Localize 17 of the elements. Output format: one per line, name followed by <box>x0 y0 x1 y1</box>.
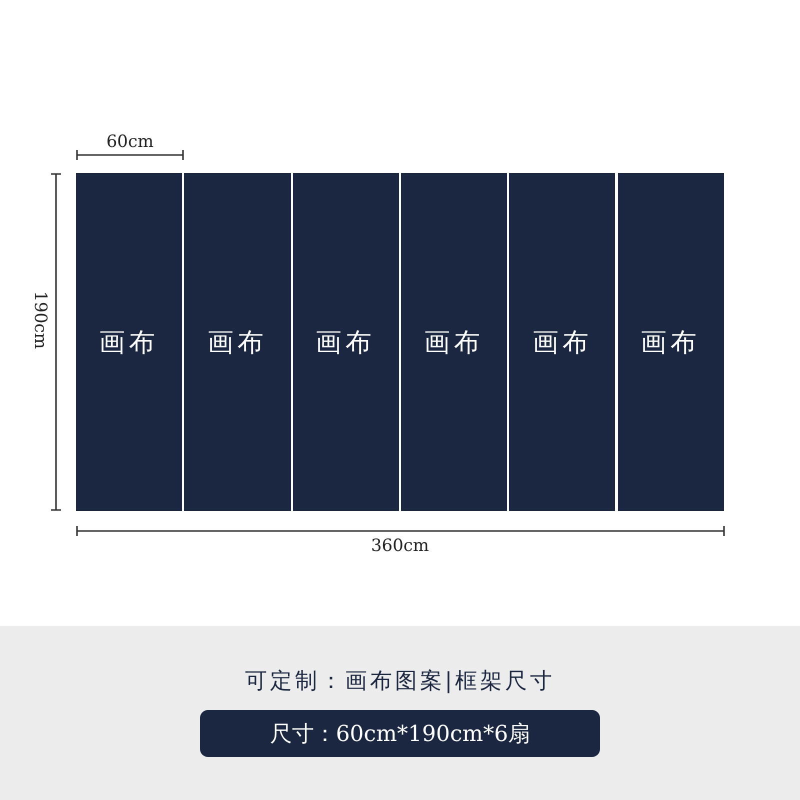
panel-label: 画布 <box>640 326 701 360</box>
canvas-panel <box>184 173 291 511</box>
caption-text: 可定制：画布图案|框架尺寸 <box>244 668 556 696</box>
panel-label: 画布 <box>532 326 592 360</box>
canvas-panel <box>618 173 724 511</box>
canvas-panel <box>509 173 616 511</box>
dimension-label: 60cm <box>106 132 154 152</box>
size-badge: 尺寸：60cm*190cm*6扇 <box>200 710 600 757</box>
panel-label: 画布 <box>99 326 160 360</box>
canvas-panel <box>76 173 182 511</box>
panel-label: 画布 <box>316 326 376 360</box>
panel-label: 画布 <box>207 326 268 360</box>
panel-label: 画布 <box>424 326 484 360</box>
canvas-panel <box>400 173 508 511</box>
dimension-label: 360cm <box>370 536 430 556</box>
dimension-label: 190cm <box>30 290 50 350</box>
canvas-panel <box>292 173 399 511</box>
